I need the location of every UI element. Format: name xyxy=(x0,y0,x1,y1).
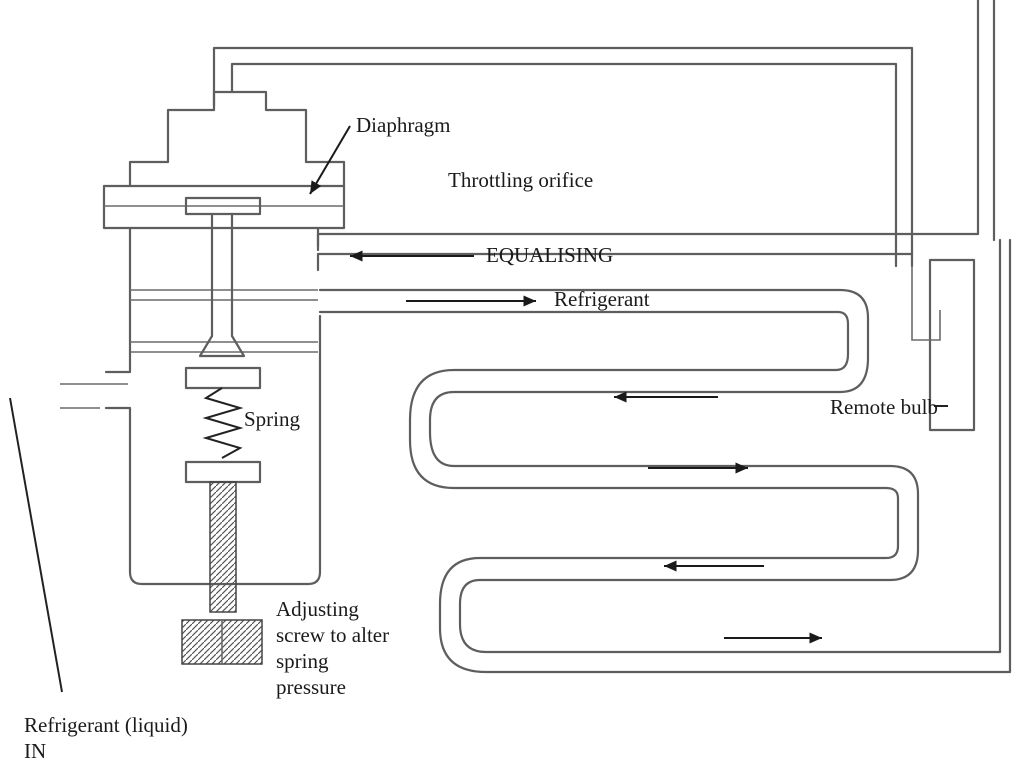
spring-assembly xyxy=(181,366,263,665)
valve-body xyxy=(60,90,346,586)
diaphragm-stem xyxy=(184,196,262,358)
refrigerant-in-line-2: IN xyxy=(24,739,47,763)
evaporator-coil xyxy=(318,238,1012,674)
adjusting-screw-line-3: spring xyxy=(276,649,329,673)
equalising-label: EQUALISING xyxy=(486,243,614,267)
adjusting-screw-line-1: Adjusting xyxy=(276,597,359,621)
adjusting-screw-label: Adjusting screw to alter spring pressure xyxy=(276,596,389,700)
inlet-leader xyxy=(9,397,63,693)
leader-lines xyxy=(9,125,948,693)
flow-arrows xyxy=(350,250,822,644)
refrigerant-in-label: Refrigerant (liquid) IN xyxy=(24,712,188,764)
equalising-line xyxy=(316,0,996,272)
adjusting-screw-line-2: screw to alter xyxy=(276,623,390,647)
diaphragm-label: Diaphragm xyxy=(356,113,451,137)
diaphragm-leader xyxy=(309,125,351,195)
adjusting-screw-line-4: pressure xyxy=(276,675,346,699)
refrigerant-label: Refrigerant xyxy=(554,287,650,311)
spring-label: Spring xyxy=(244,407,301,431)
remote-bulb-shape xyxy=(911,258,976,432)
remote-bulb-label: Remote bulb xyxy=(830,395,938,419)
refrigerant-in-line-1: Refrigerant (liquid) xyxy=(24,713,188,737)
throttling-orifice-label: Throttling orifice xyxy=(448,168,594,192)
sensing-line xyxy=(212,46,914,268)
